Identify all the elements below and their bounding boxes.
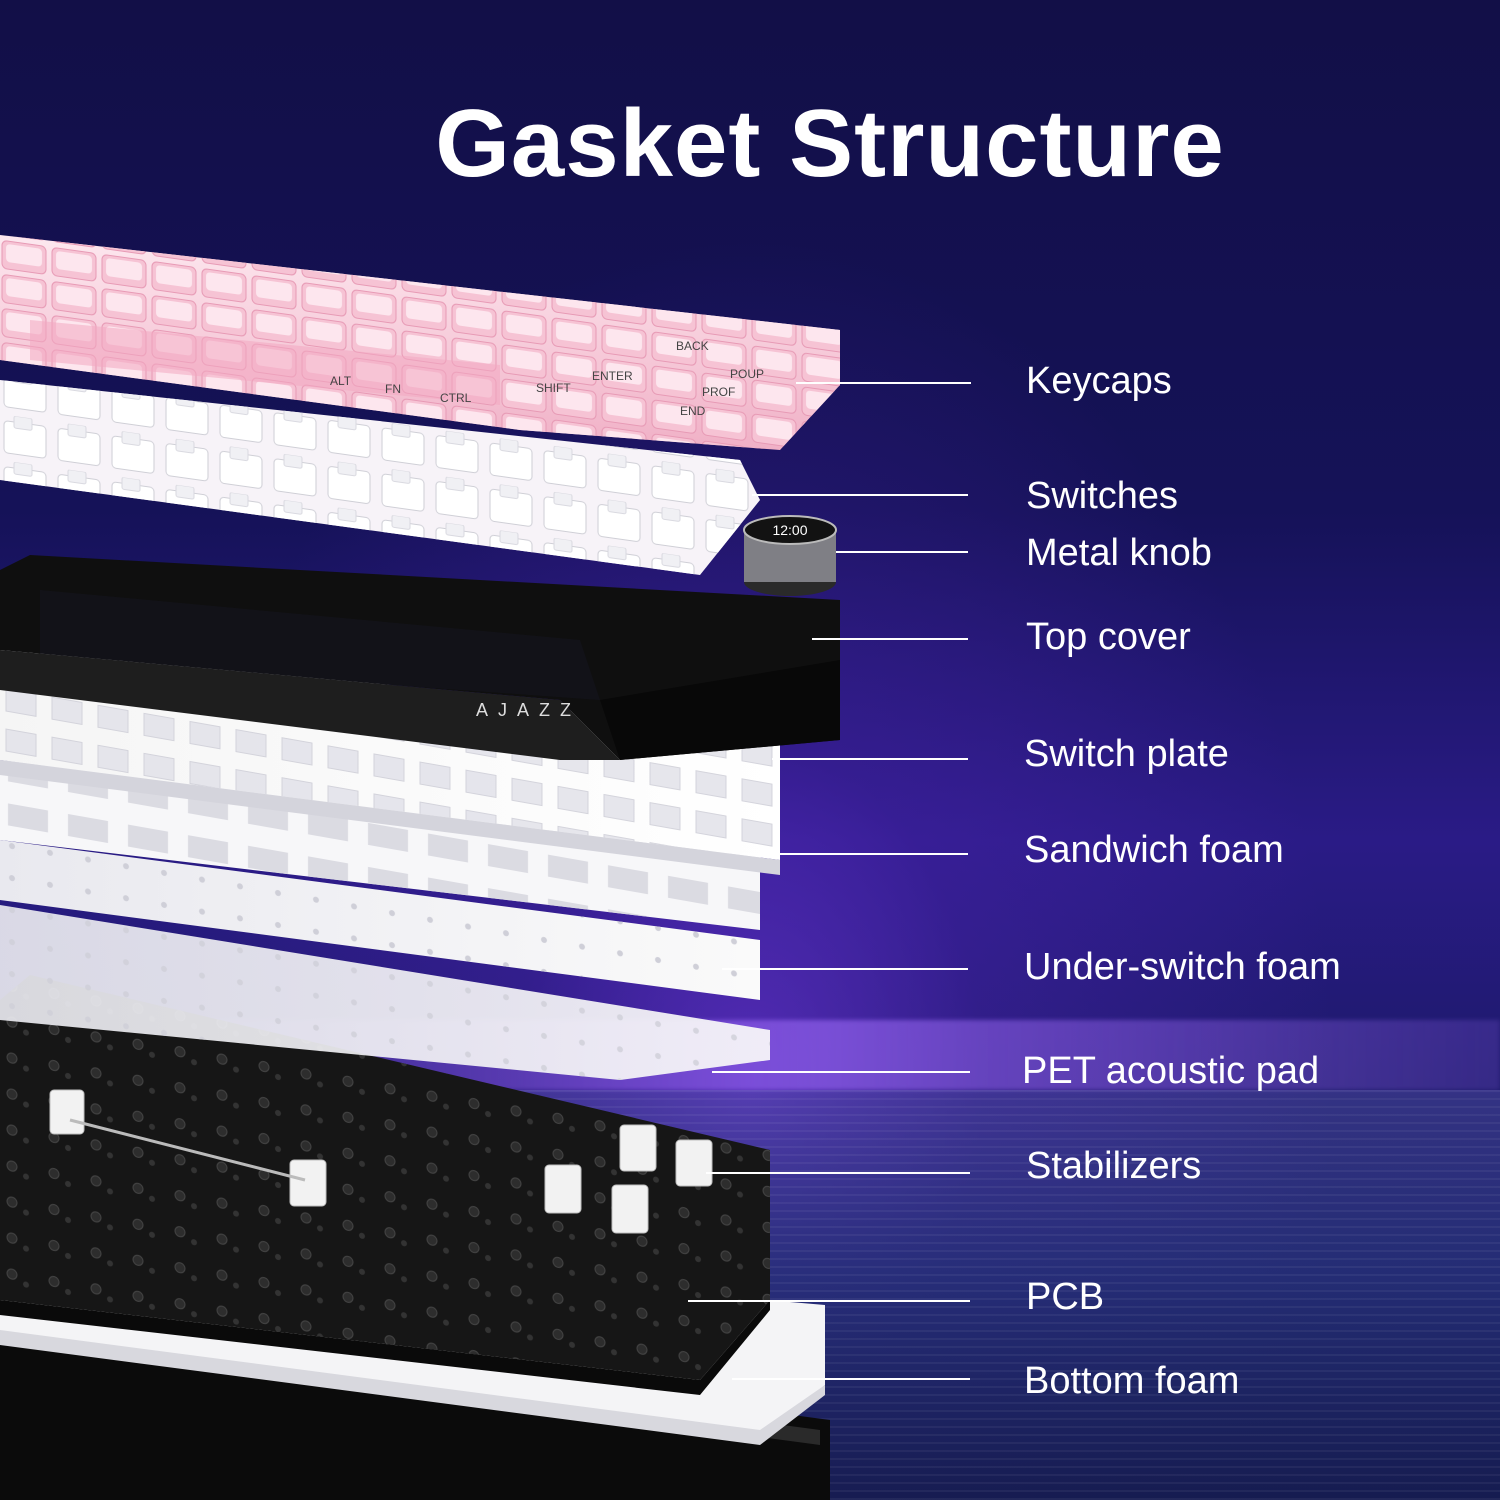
page-title: Gasket Structure xyxy=(435,90,1225,197)
callout-line-switches xyxy=(752,494,968,496)
callout-label-pet-acoustic-pad: PET acoustic pad xyxy=(1022,1050,1320,1092)
knob-display-text: 12:00 xyxy=(772,522,807,538)
callout-label-sandwich-foam: Sandwich foam xyxy=(1024,829,1284,871)
pcb-layer xyxy=(0,975,770,1395)
callout-line-sandwich-foam xyxy=(742,853,968,855)
callout-line-stabilizers xyxy=(706,1172,970,1174)
top-cover-layer xyxy=(0,555,840,760)
keycap-legend: SHIFT xyxy=(536,381,571,395)
callout-label-top-cover: Top cover xyxy=(1026,616,1191,658)
callout-label-switch-plate: Switch plate xyxy=(1024,733,1229,775)
callout-line-switch-plate xyxy=(772,758,968,760)
callout-line-top-cover xyxy=(812,638,968,640)
pet-acoustic-pad-layer xyxy=(0,905,770,1080)
keycap-legend: CTRL xyxy=(440,391,472,405)
keycap-legend: ALT xyxy=(330,374,352,388)
callout-line-metal-knob xyxy=(836,551,968,553)
callout-label-stabilizers: Stabilizers xyxy=(1026,1145,1202,1187)
callout-label-switches: Switches xyxy=(1026,475,1179,517)
callout-line-bottom-foam xyxy=(732,1378,970,1380)
callout-label-pcb: PCB xyxy=(1026,1276,1105,1318)
callout-label-keycaps: Keycaps xyxy=(1026,360,1172,402)
callout-line-keycaps xyxy=(796,382,971,384)
callout-line-pcb xyxy=(688,1300,970,1302)
keycap-legend: POUP xyxy=(730,367,764,381)
metal-knob: 12:00 xyxy=(743,515,837,596)
keycap-legend: BACK xyxy=(676,339,709,353)
keycap-legend: FN xyxy=(385,382,401,396)
callout-label-under-switch-foam: Under-switch foam xyxy=(1024,946,1341,988)
keycap-legend: END xyxy=(680,404,706,418)
keycap-legend: PROF xyxy=(702,385,735,399)
brand-logo-text: AJAZZ xyxy=(476,700,582,720)
callout-label-bottom-foam: Bottom foam xyxy=(1024,1360,1240,1402)
switches-layer xyxy=(0,380,760,575)
keycap-legend: ENTER xyxy=(592,369,633,383)
sandwich-foam-layer xyxy=(0,760,760,930)
callout-label-metal-knob: Metal knob xyxy=(1026,532,1212,574)
callout-line-pet-acoustic-pad xyxy=(712,1071,970,1073)
stabilizers-layer xyxy=(49,1089,713,1234)
under-switch-foam-layer xyxy=(0,840,760,1000)
callout-line-under-switch-foam xyxy=(722,968,968,970)
keycaps-layer: ALT FN CTRL SHIFT ENTER BACK POUP PROF E… xyxy=(0,235,840,450)
